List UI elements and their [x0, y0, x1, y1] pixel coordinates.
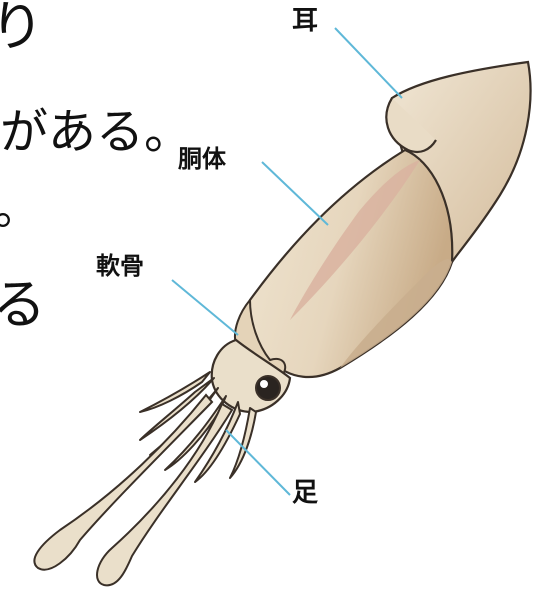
- squid-eye: [256, 376, 280, 400]
- label-cartilage: 軟骨: [96, 254, 144, 278]
- squid-mantle: [249, 150, 453, 377]
- label-legs: 足: [292, 480, 318, 506]
- squid-eye-highlight: [260, 380, 268, 388]
- label-body: 胴体: [178, 147, 226, 171]
- label-ear: 耳: [292, 8, 318, 34]
